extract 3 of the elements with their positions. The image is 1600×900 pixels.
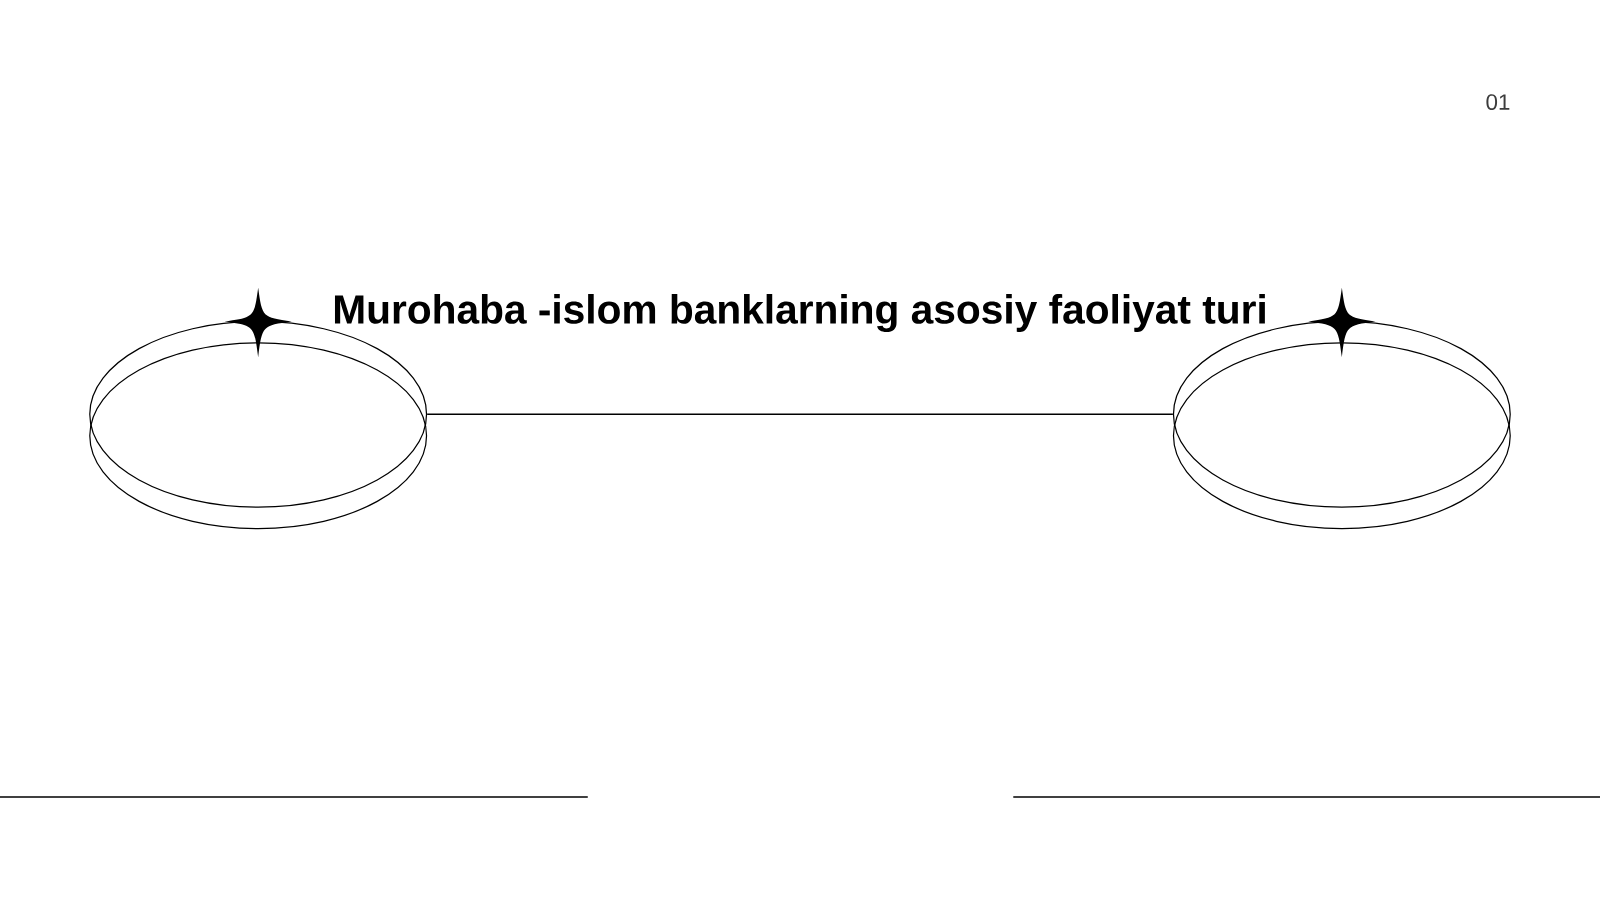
page-number: 01 (1486, 94, 1510, 110)
title: Murohaba -islom banklarning asosiy faoliyat turi (335, 294, 1265, 333)
connector-line (426, 413, 1174, 416)
